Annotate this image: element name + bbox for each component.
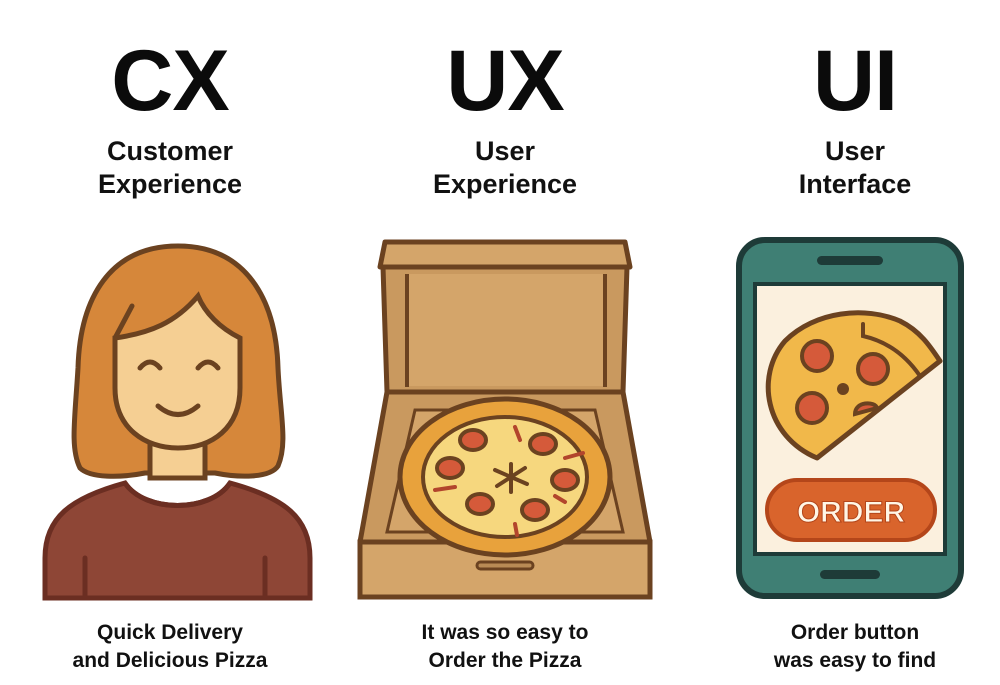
caption-ux: It was so easy to Order the Pizza (340, 619, 670, 675)
smartphone-order-icon: ORDER (735, 236, 965, 601)
order-button-label: ORDER (797, 496, 906, 529)
caption-line: Order the Pizza (428, 649, 582, 672)
subtitle-line: Experience (97, 169, 243, 199)
caption-line: Quick Delivery (97, 621, 243, 644)
subtitle-cx: Customer Experience (5, 135, 335, 201)
subtitle-line: Experience (432, 169, 578, 199)
column-ui: UI User Interface ORDER (690, 0, 1000, 685)
caption-ui: Order button was easy to find (690, 619, 1000, 675)
acronym-ux: UX (446, 33, 564, 129)
woman-smiling-icon (40, 238, 315, 603)
column-ux: UX User Experience (340, 0, 670, 685)
subtitle-line: User (824, 136, 886, 166)
caption-cx: Quick Delivery and Delicious Pizza (5, 619, 335, 675)
caption-line: It was so easy to (421, 621, 589, 644)
caption-line: Order button (790, 621, 920, 644)
subtitle-line: User (474, 136, 536, 166)
column-cx: CX Customer Experience Quick Delivery an (5, 0, 335, 685)
subtitle-line: Interface (798, 169, 912, 199)
subtitle-ui: User Interface (690, 135, 1000, 201)
subtitle-ux: User Experience (340, 135, 670, 201)
caption-line: and Delicious Pizza (72, 649, 268, 672)
pizza-box-icon (355, 232, 655, 602)
acronym-cx: CX (111, 33, 229, 129)
order-button[interactable]: ORDER (765, 478, 937, 542)
subtitle-line: Customer (106, 136, 234, 166)
acronym-ui: UI (813, 33, 898, 129)
caption-line: was easy to find (773, 649, 937, 672)
